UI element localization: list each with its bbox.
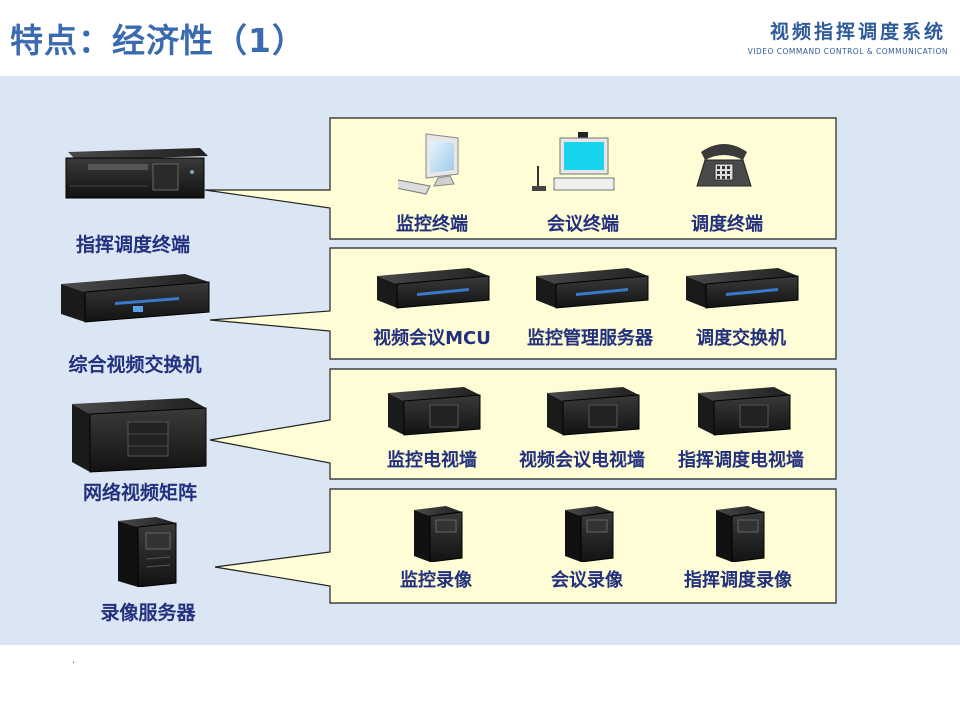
desk-phone-icon xyxy=(696,144,752,187)
item-label-dispatch-switch: 调度交换机 xyxy=(696,328,786,349)
item-label-monitor-terminal: 监控终端 xyxy=(396,214,468,235)
tower-server-icon xyxy=(565,506,614,562)
computer-monitor-icon xyxy=(398,133,459,195)
rack-server-4u-icon xyxy=(547,387,640,436)
main-label-recording-server: 录像服务器 xyxy=(100,602,196,624)
video-switch-icon xyxy=(536,268,649,309)
item-label-dispatch-terminal: 调度终端 xyxy=(691,214,763,235)
tower-server-icon xyxy=(414,506,463,562)
item-label-monitoring-recording: 监控录像 xyxy=(400,570,472,591)
rack-server-4u-icon xyxy=(72,398,207,473)
item-label-conference-wall: 视频会议电视墙 xyxy=(519,450,645,471)
brand-tagline: VIDEO COMMAND CONTROL & COMMUNICATION xyxy=(747,47,948,56)
callout-box-matrix xyxy=(209,368,837,480)
brand-name: 视频指挥调度系统 xyxy=(769,21,946,43)
tower-server-icon xyxy=(118,517,177,587)
video-terminal-icon xyxy=(532,132,615,191)
item-label-command-recording: 指挥调度录像 xyxy=(684,570,792,591)
item-label-conference-recording: 会议录像 xyxy=(551,570,623,591)
item-label-monitoring-server: 监控管理服务器 xyxy=(527,328,653,349)
footer-mark: . xyxy=(72,655,76,666)
rack-server-4u-icon xyxy=(698,387,791,436)
video-switch-icon xyxy=(686,268,799,309)
callout-box-terminals xyxy=(204,117,837,240)
item-label-conference-terminal: 会议终端 xyxy=(547,214,619,235)
item-label-monitoring-wall: 监控电视墙 xyxy=(387,450,477,471)
item-label-command-wall: 指挥调度电视墙 xyxy=(678,450,804,471)
page-title: 特点：经济性（1） xyxy=(10,21,306,60)
main-label-video-matrix: 网络视频矩阵 xyxy=(82,482,198,504)
tower-server-icon xyxy=(716,506,765,562)
video-switch-icon xyxy=(377,268,490,309)
rack-server-2u-icon xyxy=(65,148,208,199)
callout-box-switches xyxy=(209,247,837,360)
video-switch-icon xyxy=(61,274,210,323)
callout-box-recorders xyxy=(214,488,837,604)
main-label-video-switch: 综合视频交换机 xyxy=(68,354,202,376)
main-label-command-terminal: 指挥调度终端 xyxy=(75,234,191,256)
header-bar: 特点：经济性（1） 视频指挥调度系统 VIDEO COMMAND CONTROL… xyxy=(0,0,960,75)
item-label-mcu: 视频会议MCU xyxy=(373,328,491,349)
rack-server-4u-icon xyxy=(388,387,481,436)
